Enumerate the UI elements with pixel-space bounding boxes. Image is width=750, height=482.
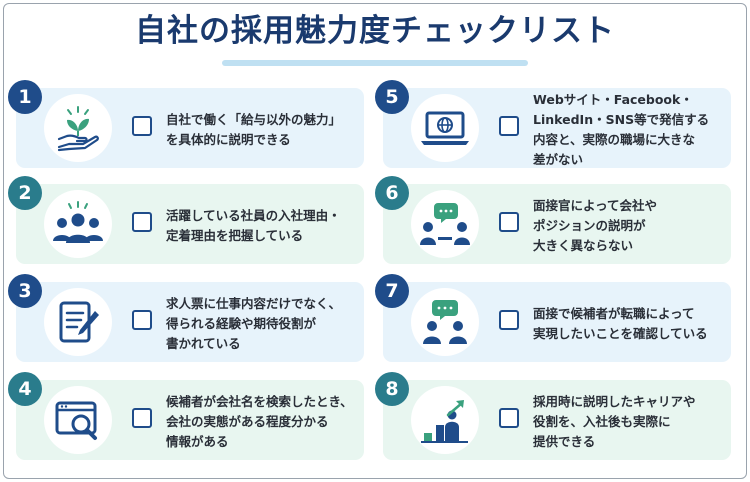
item-number: 7 (375, 274, 409, 308)
item-number: 6 (375, 176, 409, 210)
checklist-item-3: 3 求人票に仕事内容だけでなく、 得られる経験や期待役割が 書かれている (8, 274, 364, 362)
item-text: 求人票に仕事内容だけでなく、 得られる経験や期待役割が 書かれている (166, 296, 342, 351)
browser-search-icon (55, 401, 97, 440)
conversation-icon (423, 300, 467, 344)
item-checkbox[interactable] (499, 408, 519, 428)
laptop-globe-icon (421, 111, 469, 145)
item-number: 4 (8, 372, 42, 406)
icon-container (411, 190, 479, 258)
growth-chart-icon (421, 400, 468, 443)
checklist-item-6: 6 面接官によって会社や ポジションの説明が 大きく異ならない (375, 176, 731, 264)
icon-container (44, 190, 112, 258)
item-checkbox[interactable] (499, 212, 519, 232)
team-icon (53, 201, 103, 243)
item-text: 活躍している社員の入社理由・ 定着理由を把握している (166, 208, 341, 243)
item-number: 3 (8, 274, 42, 308)
item-text: 候補者が会社名を検索したとき、 会社の実態がある程度分かる 情報がある (166, 394, 353, 449)
icon-container (411, 386, 479, 454)
icon-container (44, 288, 112, 356)
item-text: 面接で候補者が転職によって 実現したいことを確認している (533, 306, 708, 341)
checklist-item-5: 5 Webサイト・Facebook・ LinkedIn・SNS等で発信する 内容… (375, 80, 731, 168)
title-underline (222, 60, 528, 66)
item-text: 採用時に説明したキャリアや 役割を、入社後も実際に 提供できる (533, 394, 696, 449)
document-pen-icon (59, 301, 99, 343)
page-title: 自社の採用魅力度チェックリスト (135, 13, 615, 49)
item-checkbox[interactable] (132, 212, 152, 232)
item-number: 5 (375, 80, 409, 114)
checklist-item-4: 4 候補者が会社名を検索したとき、 会社の実態がある程度分かる 情報がある (8, 372, 364, 460)
item-checkbox[interactable] (132, 408, 152, 428)
plant-in-hand-icon (57, 106, 99, 152)
item-number: 2 (8, 176, 42, 210)
item-checkbox[interactable] (499, 116, 519, 136)
icon-container (411, 94, 479, 162)
icon-container (44, 94, 112, 162)
item-number: 1 (8, 80, 42, 114)
item-text: Webサイト・Facebook・ LinkedIn・SNS等で発信する 内容と、… (533, 92, 710, 167)
icon-container (411, 288, 479, 356)
item-text: 面接官によって会社や ポジションの説明が 大きく異ならない (533, 198, 658, 253)
checklist-item-7: 7 面接で候補者が転職によって 実現したいことを確認している (375, 274, 731, 362)
icon-container (44, 386, 112, 454)
item-checkbox[interactable] (132, 116, 152, 136)
interview-icon (420, 203, 470, 245)
item-checkbox[interactable] (499, 310, 519, 330)
item-checkbox[interactable] (132, 310, 152, 330)
checklist-item-1: 1 自社で働く「給与以外の魅力」 を具体的に説明できる (8, 80, 364, 168)
checklist-item-2: 2 活躍している社員の入社理由・ 定着理由を把握している (8, 176, 364, 264)
checklist-item-8: 8 採用時に説明したキャリアや 役割を、入社後も実際に 提供できる (375, 372, 731, 460)
item-text: 自社で働く「給与以外の魅力」 を具体的に説明できる (166, 112, 342, 147)
item-number: 8 (375, 372, 409, 406)
